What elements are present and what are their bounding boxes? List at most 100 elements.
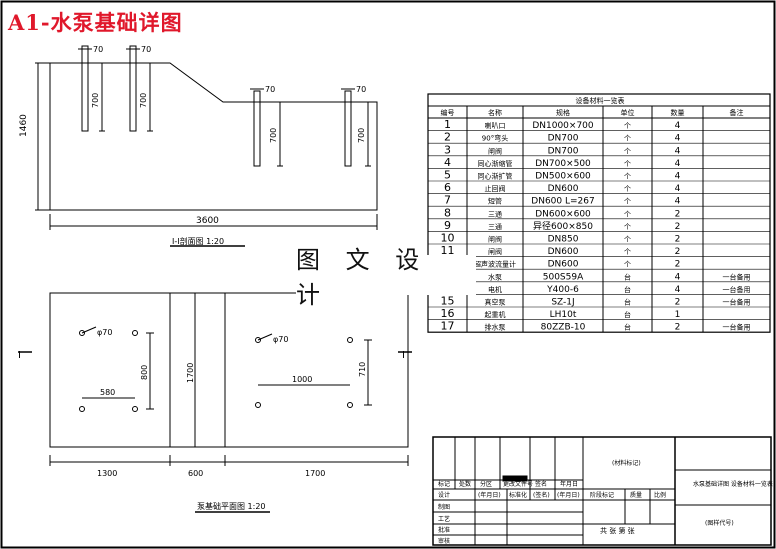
table-cell: 一台备用 [723, 272, 751, 281]
dim-d1: 1300 [97, 469, 117, 478]
table-cell: 4 [675, 172, 681, 182]
tb-scale: 比例 [654, 491, 666, 499]
table-cell: 4 [675, 146, 681, 156]
dim-hole-depth: 700 [269, 128, 278, 143]
table-cell: 个 [624, 198, 631, 206]
table-cell: 4 [675, 121, 681, 131]
table-cell: 水泵 [488, 272, 502, 281]
table-cell: 个 [624, 147, 631, 155]
table-cell: 2 [675, 222, 681, 232]
table-cell: 15 [441, 295, 455, 308]
table-cell: 1 [675, 310, 681, 320]
table-cell: 90°弯头 [482, 134, 508, 143]
dim-left-spacing: 580 [100, 388, 115, 397]
table-cell: 同心渐扩管 [478, 172, 513, 181]
dim-hole-depth: 700 [91, 93, 100, 108]
table-cell: 2 [675, 209, 681, 219]
table-cell: 4 [675, 159, 681, 169]
table-cell: 11 [441, 244, 455, 257]
tb-sig1: (年月日) [478, 491, 501, 499]
table-cell: 短管 [488, 197, 502, 206]
tb-review: 审核 [438, 537, 450, 545]
table-cell: 10 [441, 232, 455, 245]
table-cell: DN600 [548, 260, 579, 270]
table-cell: 闸阀 [488, 235, 502, 244]
table-cell: SZ-1J [551, 298, 574, 308]
table-cell: 台 [624, 310, 631, 319]
table-header: 名称 [488, 108, 502, 117]
tb-drawing-name: 水泵基础详图 设备材料一览表 [693, 480, 773, 488]
table-cell: 台 [624, 285, 631, 294]
table-header: 备注 [730, 108, 744, 117]
section-caption: I-I剖面图 1:20 [172, 236, 224, 246]
table-cell: DN600 L=267 [531, 197, 594, 207]
table-cell: 8 [444, 206, 451, 219]
table-cell: 2 [444, 131, 451, 144]
watermark-text: 图 文 设 计 [296, 246, 476, 309]
dim-hole-depth: 700 [357, 128, 366, 143]
table-cell: 个 [624, 160, 631, 168]
dim-hole-dia: φ70 [273, 335, 288, 344]
table-cell: 3 [444, 143, 451, 156]
table-header: 编号 [441, 108, 455, 117]
tb-process: 工艺 [438, 515, 450, 523]
dim-plan-depth: 1700 [186, 363, 195, 383]
table-cell: DN600 [548, 247, 579, 257]
table-cell: 个 [624, 261, 631, 269]
dim-right-v: 710 [358, 362, 367, 377]
table-cell: 台 [624, 298, 631, 307]
dim-hole-width: 70 [265, 85, 275, 94]
anchor-hole [253, 90, 261, 167]
table-cell: 17 [441, 320, 455, 333]
table-cell: 超声波流量计 [474, 260, 516, 269]
foundation-outline [49, 62, 378, 211]
table-cell: 一台备用 [723, 285, 751, 294]
table-cell: 三通 [488, 209, 502, 218]
table-title: 设备材料一览表 [576, 96, 625, 105]
table-header: 规格 [556, 108, 570, 117]
table-cell: 5 [444, 169, 451, 182]
table-cell: DN600 [548, 184, 579, 194]
table-cell: DN600×600 [535, 209, 591, 219]
dim-left-v: 800 [140, 365, 149, 380]
table-cell: 闸阀 [488, 146, 502, 155]
table-cell: DN1000×700 [532, 121, 594, 131]
tb-draw: 制图 [438, 503, 450, 511]
table-cell: 同心渐缩管 [478, 159, 513, 168]
table-cell: 个 [624, 210, 631, 218]
anchor-hole [344, 90, 352, 167]
tb-approve: 批准 [438, 526, 450, 534]
table-header: 单位 [621, 108, 635, 117]
table-cell: 个 [624, 135, 631, 143]
table-cell: 个 [624, 236, 631, 244]
table-cell: 起重机 [485, 310, 506, 319]
tb-label: 更改文件号 [503, 480, 533, 488]
table-cell: 个 [624, 173, 631, 181]
tb-weight: 质量 [630, 491, 642, 499]
table-cell: 排水泵 [485, 323, 506, 332]
section-mark-left: I [18, 350, 21, 361]
table-cell: Y400-6 [546, 285, 579, 295]
table-cell: 电机 [488, 285, 502, 294]
table-cell: 4 [675, 285, 681, 295]
dim-hole-width: 70 [356, 85, 366, 94]
title-block [432, 436, 772, 546]
table-cell: 台 [624, 272, 631, 281]
table-cell: 2 [675, 323, 681, 333]
table-cell: 喇叭口 [485, 121, 506, 130]
table-cell: DN700×500 [535, 159, 591, 169]
table-cell: 500S59A [543, 272, 584, 282]
table-cell: 6 [444, 181, 451, 194]
table-cell: 止回阀 [485, 184, 506, 193]
table-cell: 一台备用 [723, 323, 751, 332]
table-cell: 异径600×850 [533, 220, 593, 232]
table-cell: 一台备用 [723, 298, 751, 307]
tb-drawing-code: (图样代号) [705, 519, 734, 527]
table-cell: 4 [444, 156, 451, 169]
table-cell: 2 [675, 260, 681, 270]
dim-hole-dia: φ70 [97, 328, 112, 337]
tb-standardize: 标准化 [509, 491, 527, 499]
tb-label: 标记 [438, 480, 450, 488]
table-cell: 三通 [488, 222, 502, 231]
